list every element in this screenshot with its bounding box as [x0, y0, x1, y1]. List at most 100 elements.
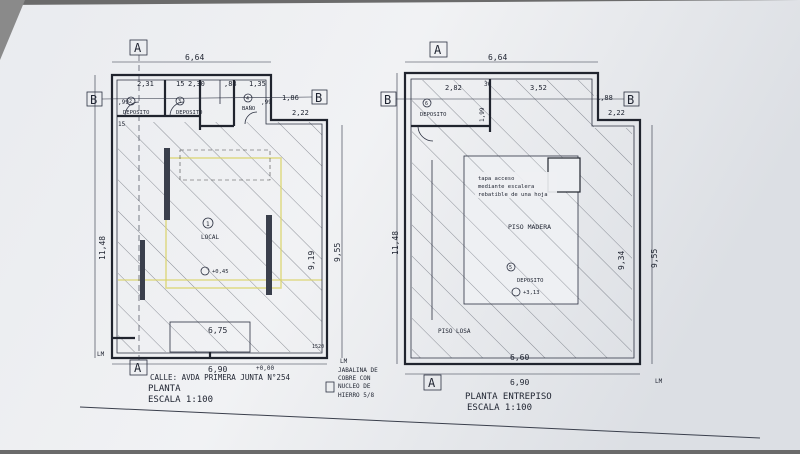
column-1 — [164, 148, 170, 220]
dim-room-2-r: 3,52 — [530, 84, 547, 92]
baseline-rule — [79, 406, 761, 439]
door-swing-3 — [244, 111, 258, 125]
label-piso-madera: PISO MADERA — [508, 223, 551, 231]
label-deposito-1: DEPOSITO — [123, 110, 150, 116]
room-num-6: 6 — [425, 101, 428, 107]
dim-top-overall: 6,64 — [185, 53, 204, 62]
level-mark-right: +3,13 — [523, 290, 540, 296]
note-line-1: JABALINA DE — [338, 367, 378, 374]
room-circle-2 — [126, 96, 136, 106]
dashed-beam — [179, 149, 271, 181]
outer-wall-right — [403, 71, 642, 366]
note-bg — [475, 172, 557, 198]
dim-depth-2-r: 1,88 — [596, 94, 613, 102]
plan-title-right: PLANTA ENTREPISO — [465, 392, 552, 402]
lm-left-a: LM — [97, 351, 105, 358]
plan-title-left: PLANTA — [148, 384, 181, 394]
column-3 — [140, 240, 145, 300]
section-a-bottom-left: A — [134, 361, 142, 375]
section-a-top-left: A — [134, 41, 142, 55]
note-line-a: tapa acceso — [478, 176, 514, 182]
room-num-2: 2 — [129, 99, 132, 105]
dim-room-3: ,88 — [224, 80, 237, 88]
dim-room-1: 2,31 — [137, 80, 154, 88]
door-swing-6 — [417, 125, 434, 142]
level-local: +0,45 — [212, 269, 229, 275]
section-line-b — [101, 96, 313, 100]
note-line-b: mediante escalera — [478, 184, 534, 190]
room-num-1: 1 — [206, 221, 210, 228]
inner-wall-line — [116, 79, 323, 354]
dim-small-a: 15 — [312, 344, 318, 350]
dim-room-2: 2,30 — [188, 80, 205, 88]
inner-wall-right — [410, 78, 635, 359]
note-line-3: NUCLEO DE — [338, 383, 371, 390]
highlight-trace — [165, 157, 282, 289]
room-num-3: 3 — [178, 99, 181, 105]
section-a-bottom-right: A — [428, 376, 436, 390]
column-2 — [266, 215, 272, 295]
dim-bottom-outer-r: 6,90 — [510, 378, 529, 387]
dim-small-b: 20 — [318, 344, 324, 350]
level-mark-left: +0,00 — [256, 365, 274, 372]
plan-left: A A B B 6,64 2,31 15 2,30 ,88 1,35 ,99 ,… — [86, 39, 378, 405]
street-label: CALLE: AVDA PRIMERA JUNTA N°254 — [150, 373, 290, 382]
section-a-top-right: A — [434, 43, 442, 57]
section-mark-a-bot — [129, 359, 148, 376]
room-circle-1 — [202, 217, 214, 229]
note-line-2: COBRE CON — [338, 375, 371, 382]
label-deposito-2: DEPOSITO — [176, 110, 203, 116]
label-local: LOCAL — [201, 234, 219, 241]
paper-shadow-left — [0, 0, 25, 60]
section-mark-a-top-r — [429, 41, 448, 58]
section-b-right-r: B — [627, 93, 634, 107]
dim-side-b: 2,22 — [292, 109, 309, 117]
dim-height-total-r: 11,48 — [391, 231, 400, 255]
lm-left-b: LM — [340, 358, 348, 365]
dim-depth-1-r: 1,99 — [479, 107, 486, 122]
dim-wall-a-r: 30 — [484, 81, 492, 88]
dim-depth-2: ,99 — [261, 99, 272, 106]
dim-room-1-r: 2,82 — [445, 84, 462, 92]
outer-wall — [110, 73, 329, 360]
plan-right: A A B B 6,64 2,82 30 3,52 1,99 1,88 2,22… — [380, 41, 663, 413]
dim-side-a: 15 — [118, 121, 126, 128]
grounding-rod-symbol — [325, 381, 335, 393]
dim-bottom-inner-r: 6,60 — [510, 353, 529, 362]
room-circle-3 — [175, 96, 185, 106]
label-piso-losa: PISO LOSA — [438, 328, 471, 335]
dim-bottom-inner: 6,75 — [208, 326, 227, 335]
plan-scale-right: ESCALA 1:100 — [467, 403, 532, 413]
note-line-c: rebatible de una hoja — [478, 192, 548, 198]
section-b-right: B — [315, 91, 322, 105]
dim-height-inner: 9,19 — [307, 251, 316, 270]
level-symbol-right — [511, 287, 521, 297]
door-swing-1 — [124, 101, 140, 117]
note-line-4: HIERRO 5/8 — [338, 392, 375, 399]
dim-height-outer: 9,55 — [333, 243, 342, 262]
room-num-5: 5 — [509, 265, 512, 271]
room-circle-4 — [243, 93, 253, 103]
dim-depth-1: ,99 — [118, 99, 129, 106]
section-mark-a-top — [129, 39, 148, 56]
room-num-4: 4 — [246, 96, 249, 102]
dim-height-inner-r: 9,34 — [617, 251, 626, 270]
label-deposito-6: DEPOSITO — [420, 112, 447, 118]
lm-right: LM — [655, 378, 663, 385]
section-mark-a-bot-r — [423, 374, 442, 391]
dim-room-4: 1,35 — [249, 80, 266, 88]
room-circle-6 — [422, 98, 432, 108]
dim-side-b-r: 2,22 — [608, 109, 625, 117]
room-circle-5 — [506, 262, 516, 272]
label-bano: BAÑO — [242, 105, 255, 112]
dim-height-total: 11,48 — [98, 236, 107, 260]
door-swing-2 — [169, 101, 185, 117]
dim-wall-a: 15 — [176, 80, 184, 88]
local-floor-hatch — [118, 122, 322, 352]
dim-bottom-outer: 6,90 — [208, 365, 227, 374]
level-symbol-local — [200, 266, 210, 276]
dim-height-outer-r: 9,55 — [650, 249, 659, 268]
section-b-left: B — [90, 93, 97, 107]
